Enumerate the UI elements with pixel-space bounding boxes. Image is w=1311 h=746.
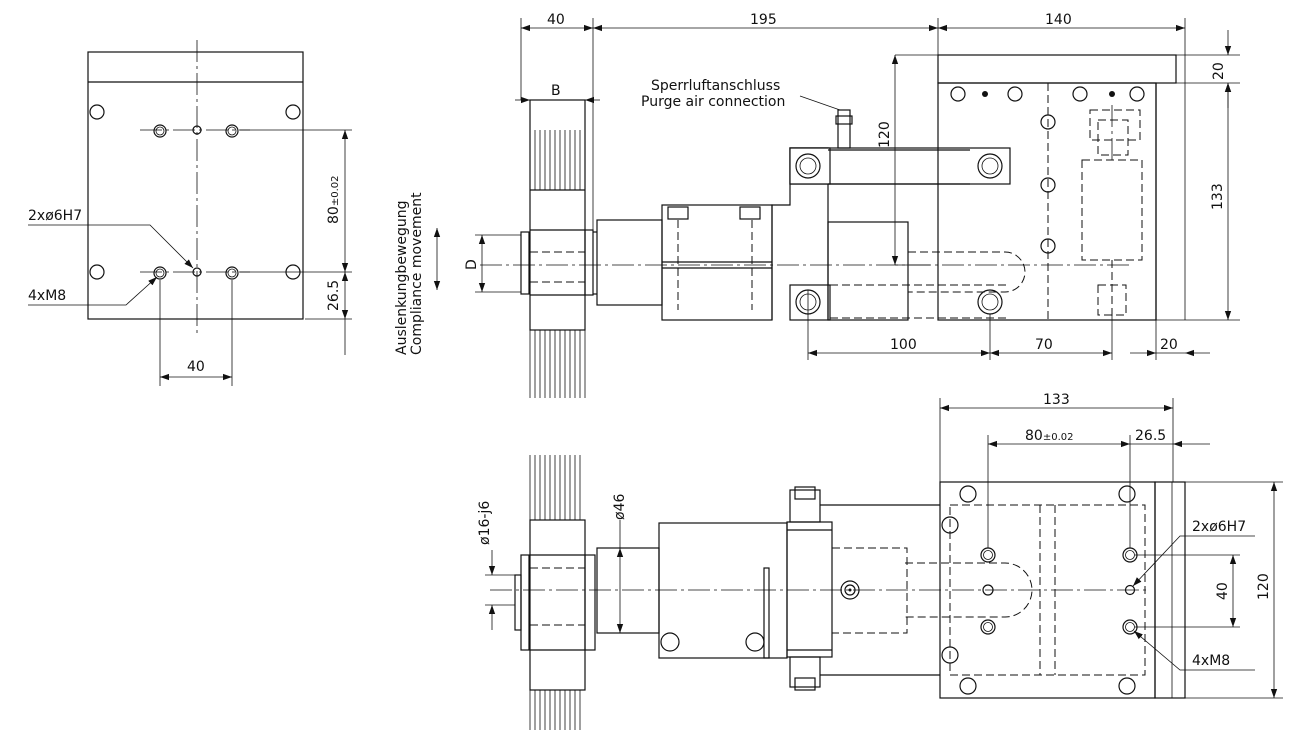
label-4xm8-bottom: 4xM8 (1192, 653, 1230, 669)
brush-fibres-bottom (529, 330, 586, 398)
dim-100: 100 (890, 337, 917, 353)
left-end-view: 80±0.02 26.5 40 2xø6H7 4xM8 (28, 40, 352, 386)
dim-80-bottom: 80±0.02 (1025, 428, 1073, 444)
dim-40-left: 40 (187, 359, 205, 375)
dim-195: 195 (750, 12, 777, 28)
dim-140: 140 (1045, 12, 1072, 28)
purge-air-de: Sperrluftanschluss (651, 78, 780, 94)
compliance-en: Compliance movement (409, 192, 425, 355)
dim-40-bottom: 40 (1215, 582, 1231, 600)
label-2x6h7-bottom: 2xø6H7 (1192, 519, 1246, 535)
dim-70: 70 (1035, 337, 1053, 353)
brush-fibres-bottom-view-bottom (529, 690, 581, 730)
dim-20-top: 20 (1211, 62, 1227, 80)
brush-fibres-top (529, 100, 586, 190)
dim-133-top: 133 (1210, 183, 1226, 210)
label-2x6h7-left: 2xø6H7 (28, 208, 82, 224)
dim-40-top: 40 (547, 12, 565, 28)
compliance-label: Auslenkungbewegung Compliance movement (394, 192, 441, 355)
purge-air-en: Purge air connection (641, 94, 785, 110)
dim-b: B (551, 83, 561, 99)
dim-80-left: 80±0.02 (326, 176, 342, 224)
dim-d: D (464, 259, 480, 270)
dim-120-top: 120 (877, 121, 893, 148)
dim-26-5-bottom: 26.5 (1135, 428, 1166, 444)
dim-120-bottom: 120 (1256, 573, 1272, 600)
dim-26-5-left: 26.5 (326, 280, 342, 311)
dim-20-bottom: 20 (1160, 337, 1178, 353)
compliance-de: Auslenkungbewegung (394, 200, 410, 355)
top-view: Sperrluftanschluss Purge air connection (464, 12, 1240, 398)
label-4xm8-left: 4xM8 (28, 288, 66, 304)
dim-d46: ø46 (612, 494, 628, 520)
dim-d16-j6: ø16-j6 (477, 501, 493, 545)
bottom-view: 133 80±0.02 26.5 ø16-j6 ø46 40 120 2xø6H… (477, 392, 1283, 730)
dim-133-bottom: 133 (1043, 392, 1070, 408)
brush-fibres-bottom-view-top (529, 455, 581, 520)
